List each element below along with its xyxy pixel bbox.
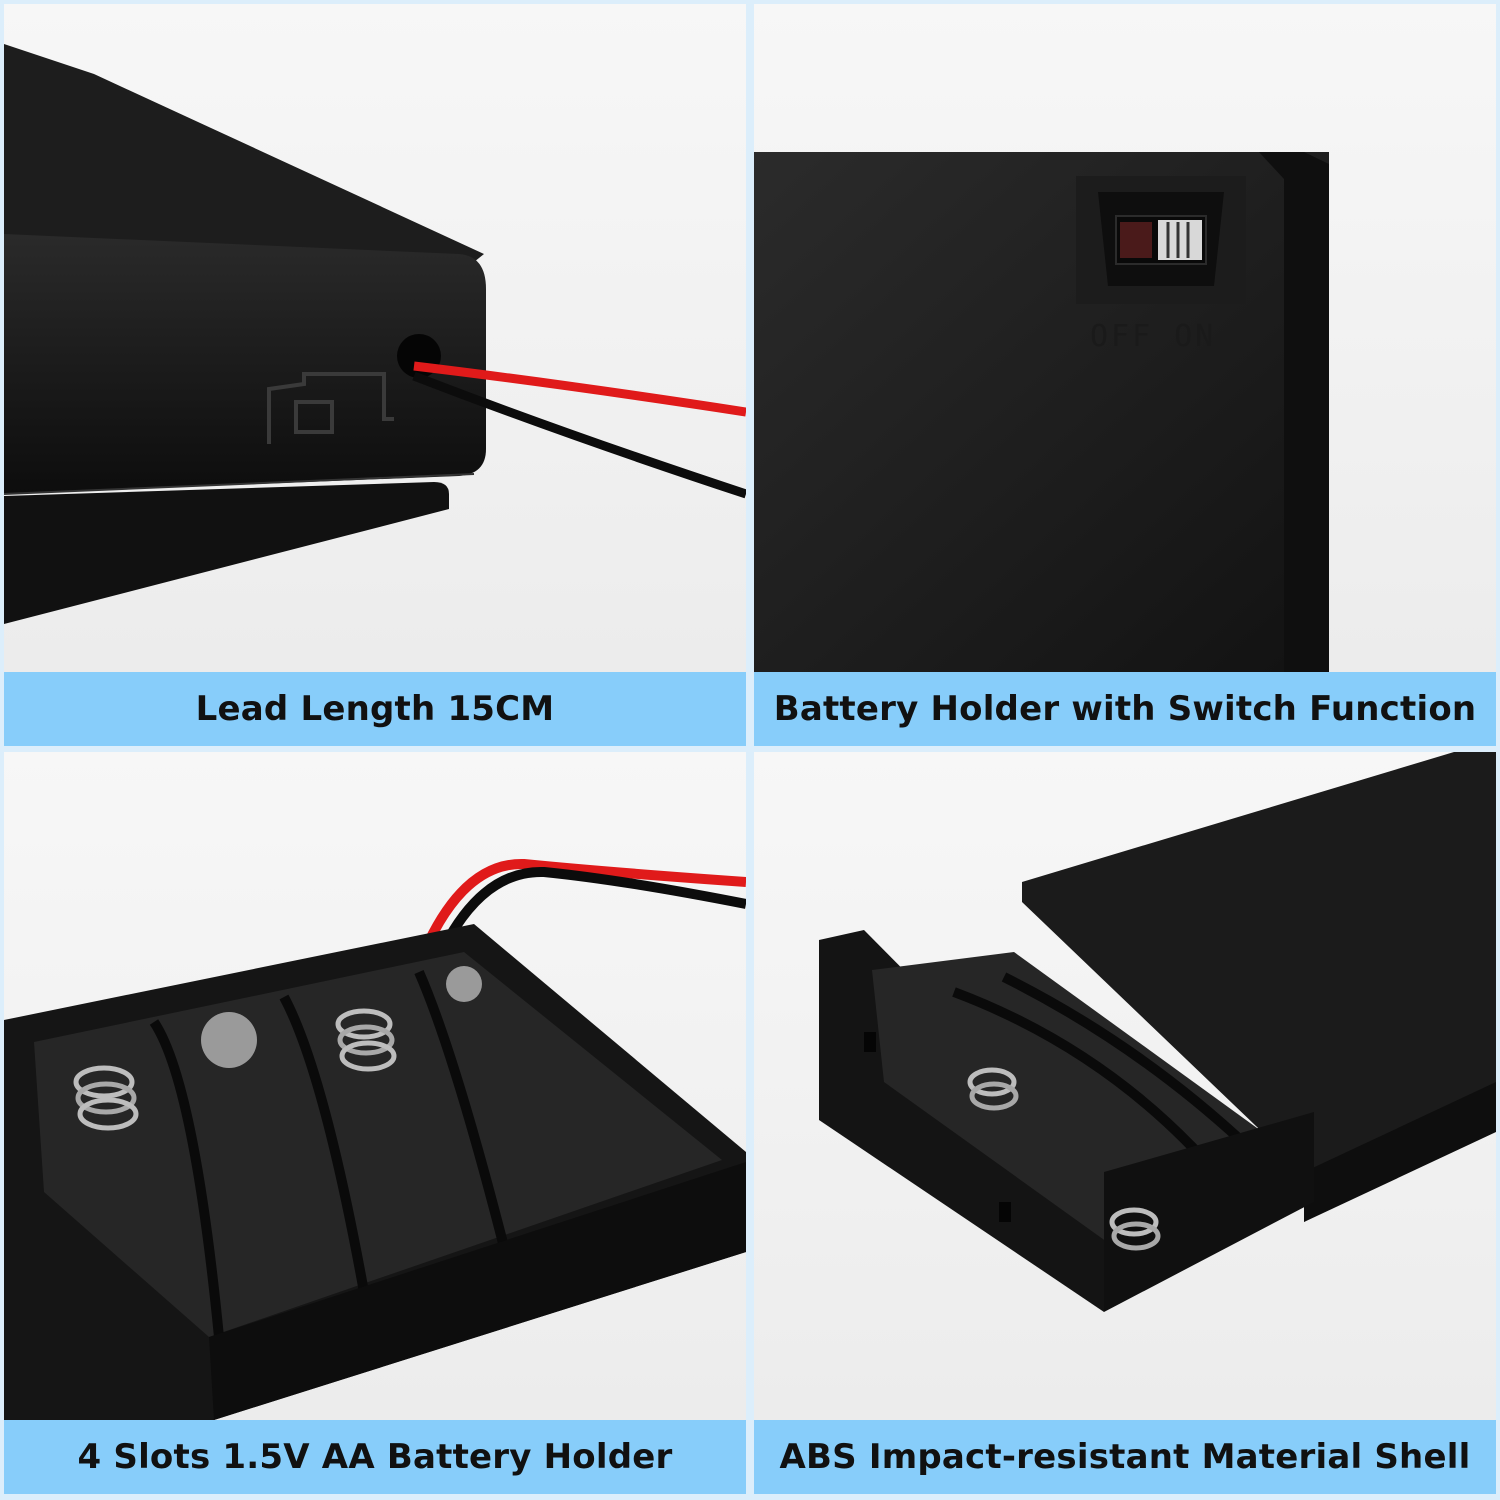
red-wire [413, 361, 746, 417]
open-battery-holder-photo [4, 752, 746, 1420]
wire-leads-photo [4, 44, 746, 624]
panel-switch-function: OFF ON Battery Holder with Switch Functi… [754, 4, 1496, 746]
caption-4-slots: 4 Slots 1.5V AA Battery Holder [4, 1420, 746, 1494]
battery-holder-photo [4, 4, 746, 672]
slide-switch [1076, 176, 1246, 304]
panel-abs-shell: ABS Impact-resistant Material Shell [754, 752, 1496, 1494]
panel-4-slots: 4 Slots 1.5V AA Battery Holder [4, 752, 746, 1494]
caption-lead-length: Lead Length 15CM [4, 672, 746, 746]
caption-abs-shell: ABS Impact-resistant Material Shell [754, 1420, 1496, 1494]
battery-holder-switch-photo: OFF ON [754, 4, 1496, 672]
spring-contact [73, 966, 482, 1131]
switch-off-on-label: OFF ON [1090, 319, 1216, 354]
panel-lead-length: Lead Length 15CM [4, 4, 746, 746]
sliding-shell-photo [754, 752, 1496, 1420]
black-wire [412, 371, 746, 499]
caption-switch-function: Battery Holder with Switch Function [754, 672, 1496, 746]
